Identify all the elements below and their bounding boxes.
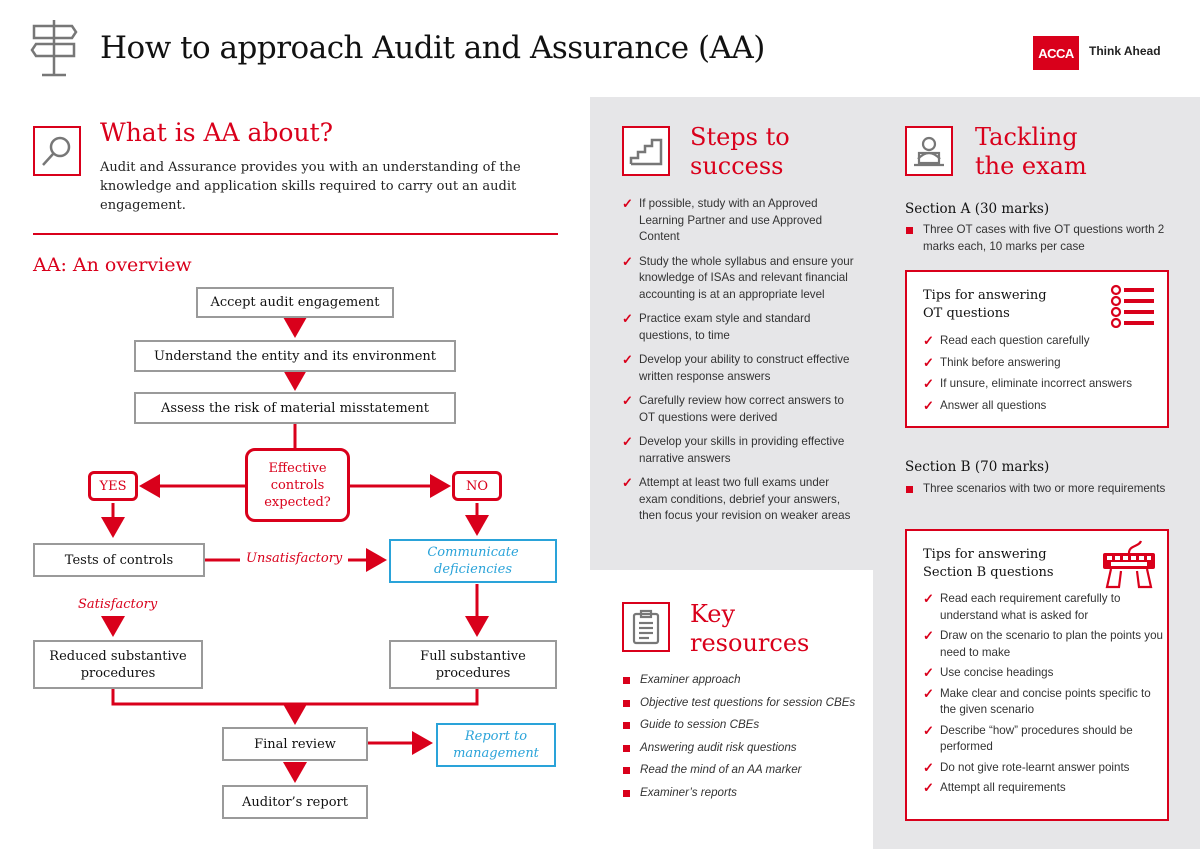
unsatisfactory-label: Unsatisfactory [246, 551, 343, 566]
check-icon: ✓ [622, 253, 633, 269]
list-item: ✓Practice exam style and standard questi… [622, 311, 811, 342]
section-b-list: Three scenarios with two or more require… [905, 481, 1175, 504]
list-item: ✓Carefully review how correct answers to… [622, 393, 844, 424]
list-item: ✓Develop your skills in providing effect… [622, 434, 845, 465]
clipboard-icon [622, 602, 670, 652]
check-icon: ✓ [923, 628, 934, 643]
list-item: ✓Answer all questions [923, 397, 1047, 413]
keyboard-hands-icon [1099, 539, 1159, 596]
final-review-box: Final review [222, 727, 368, 761]
about-heading: What is AA about? [100, 118, 334, 147]
list-item: ✓Draw on the scenario to plan the points… [923, 628, 1163, 659]
tips-ot-title: Tips for answering OT questions [923, 288, 1047, 321]
assess-risk-box: Assess the risk of material misstatement [134, 392, 456, 424]
check-icon: ✓ [622, 434, 633, 449]
resource-item[interactable]: Answering audit risk questions [622, 740, 857, 757]
understand-entity-box: Understand the entity and its environmen… [134, 340, 456, 372]
yes-label: YES [88, 471, 138, 501]
about-text: Audit and Assurance provides you with an… [100, 160, 521, 213]
steps-heading-line1: Steps to [690, 123, 790, 151]
list-item: Three OT cases with five OT questions wo… [905, 222, 1175, 255]
resource-item[interactable]: Examiner approach [622, 672, 857, 689]
laptop-person-icon [905, 126, 953, 176]
list-item: ✓Read each requirement carefully to unde… [923, 591, 1121, 622]
list-item: ✓If unsure, eliminate incorrect answers [923, 376, 1133, 391]
resources-heading: Key resources [690, 600, 809, 658]
list-item: ✓Think before answering [923, 354, 1061, 370]
resource-item[interactable]: Examiner’s reports [622, 785, 857, 802]
resources-list: Examiner approach Objective test questio… [622, 672, 857, 807]
satisfactory-label: Satisfactory [78, 597, 158, 612]
section-a-list: Three OT cases with five OT questions wo… [905, 222, 1175, 261]
list-item: ✓Describe “how” procedures should be per… [923, 722, 1133, 754]
check-icon: ✓ [923, 397, 934, 413]
accept-engagement-box: Accept audit engagement [196, 287, 394, 318]
full-substantive-box: Full substantive procedures [389, 640, 557, 689]
overview-heading: AA: An overview [33, 254, 192, 276]
divider [33, 233, 558, 235]
reduced-substantive-box: Reduced substantive procedures [33, 640, 203, 689]
check-icon: ✓ [923, 759, 934, 775]
tips-ot-list: ✓Read each question carefully ✓Think bef… [923, 333, 1163, 419]
no-label: NO [452, 471, 502, 501]
check-icon: ✓ [923, 333, 934, 348]
check-icon: ✓ [923, 722, 934, 738]
list-item: ✓Attempt all requirements [923, 780, 1066, 795]
resources-heading-line1: Key [690, 600, 736, 628]
magnifier-icon [33, 126, 81, 176]
page-title: How to approach Audit and Assurance (AA) [100, 30, 765, 66]
checklist-icon [1110, 284, 1156, 333]
section-a-title: Section A (30 marks) [905, 201, 1050, 217]
steps-heading: Steps to success [690, 123, 790, 181]
tests-of-controls-box: Tests of controls [33, 543, 205, 577]
list-item: ✓Develop your ability to construct effec… [622, 352, 850, 383]
list-item: ✓If possible, study with an Approved Lea… [622, 196, 823, 243]
resource-item[interactable]: Objective test questions for session CBE… [622, 695, 857, 712]
auditors-report-box: Auditor’s report [222, 785, 368, 819]
acca-logo: ACCA [1033, 36, 1079, 70]
steps-list: ✓If possible, study with an Approved Lea… [622, 196, 857, 533]
tips-b-list: ✓Read each requirement carefully to unde… [923, 591, 1163, 801]
list-item: ✓Make clear and concise points specific … [923, 685, 1151, 717]
list-item: ✓Study the whole syllabus and ensure you… [622, 253, 854, 301]
check-icon: ✓ [923, 376, 934, 391]
decision-box: Effective controls expected? [245, 448, 350, 522]
check-icon: ✓ [923, 665, 934, 680]
list-item: ✓Use concise headings [923, 665, 1054, 680]
stairs-icon [622, 126, 670, 176]
section-b-title: Section B (70 marks) [905, 459, 1050, 475]
check-icon: ✓ [622, 352, 633, 367]
check-icon: ✓ [622, 196, 633, 211]
report-to-management-box: Report to management [436, 723, 556, 767]
steps-heading-line2: success [690, 152, 784, 180]
resource-item[interactable]: Guide to session CBEs [622, 717, 857, 734]
signpost-icon [30, 18, 78, 78]
list-item: Three scenarios with two or more require… [905, 481, 1175, 498]
check-icon: ✓ [622, 475, 633, 490]
list-item: ✓Attempt at least two full exams under e… [622, 475, 851, 522]
flowchart-arrows [101, 317, 489, 783]
resource-item[interactable]: Read the mind of an AA marker [622, 762, 857, 779]
communicate-deficiencies-box: Communicate deficiencies [389, 539, 557, 583]
check-icon: ✓ [622, 311, 633, 326]
exam-heading-line2: the exam [975, 152, 1087, 180]
check-icon: ✓ [923, 354, 934, 370]
tips-ot-box: Tips for answering OT questions ✓Read ea… [905, 270, 1169, 428]
check-icon: ✓ [923, 780, 934, 795]
list-item: ✓Read each question carefully [923, 333, 1090, 348]
tips-b-box: Tips for answering Section B questions ✓… [905, 529, 1169, 821]
list-item: ✓Do not give rote-learnt answer points [923, 759, 1130, 775]
check-icon: ✓ [923, 685, 934, 701]
check-icon: ✓ [923, 591, 934, 606]
exam-heading-line1: Tackling [975, 123, 1078, 151]
resources-heading-line2: resources [690, 629, 810, 657]
exam-heading: Tackling the exam [975, 123, 1087, 181]
header: How to approach Audit and Assurance (AA)… [0, 0, 1200, 97]
tagline: Think Ahead [1089, 44, 1161, 58]
check-icon: ✓ [622, 393, 633, 408]
tips-b-title: Tips for answering Section B questions [923, 547, 1054, 580]
